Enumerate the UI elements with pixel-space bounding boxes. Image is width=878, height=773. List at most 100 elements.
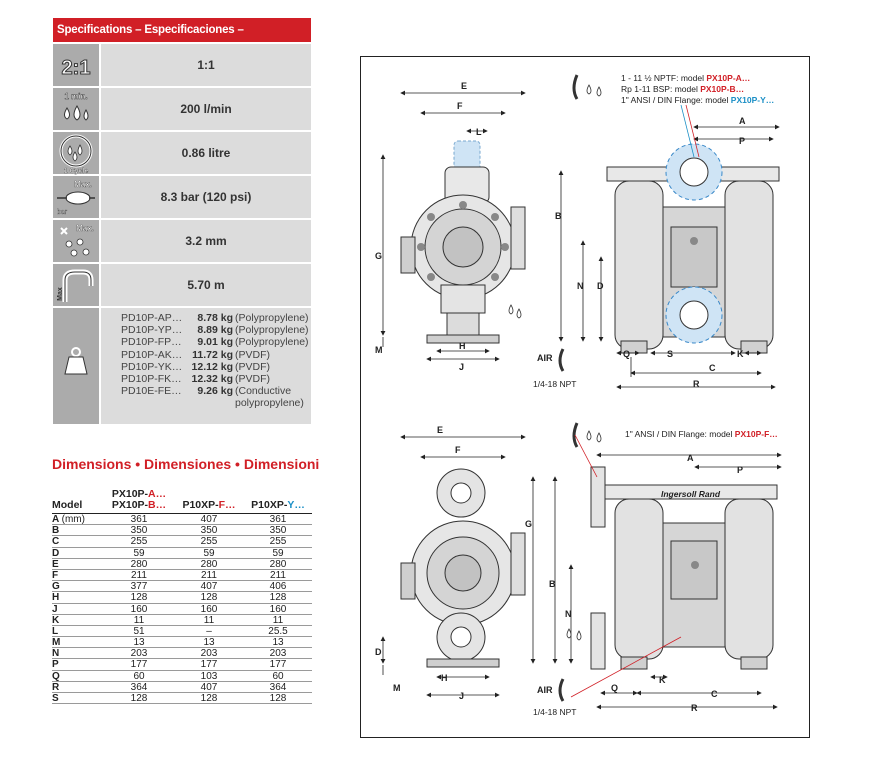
spec-row-weight: PD10P-AP…8.78 kg(Polypropylene) PD10P-YP… (53, 306, 311, 424)
dimension-value: 160 (130, 603, 148, 615)
dim-letter-f-top: F (457, 101, 463, 111)
weight-line: PD10P-AK…11.72 kg(PVDF) (121, 348, 270, 361)
bottom-side-view (400, 468, 526, 668)
dim-letter-f-bottom: F (455, 445, 461, 455)
dimension-label: P (52, 659, 59, 671)
dimension-value: 255 (130, 536, 148, 548)
weight-line: PD10P-FP…9.01 kg(Polypropylene) (121, 336, 309, 349)
dimensions-title: Dimensions • Dimensiones • Dimensioni (52, 456, 320, 472)
dimension-label: Q (52, 670, 60, 682)
bottom-port-note: 1" ANSI / DIN Flange: model PX10P-F… (625, 429, 778, 439)
weight-line-continuation: polypropylene) (235, 397, 304, 410)
dim-letter-e-top: E (461, 81, 467, 91)
dimension-label: H (52, 592, 60, 604)
spec-row-flow: 1 min. 200 l/min (53, 86, 311, 130)
dimension-value: 211 (201, 569, 217, 581)
dimension-value: 361 (269, 514, 287, 525)
column-header-px10p-a-b: PX10P-A… PX10P-B… (111, 488, 167, 511)
dimension-value: 103 (200, 670, 218, 682)
air-inlet-icon-top (558, 348, 565, 372)
top-side-view-bolts (417, 201, 509, 281)
svg-text:1 Cycle: 1 Cycle (64, 168, 89, 175)
column-header-p10xp-f: P10XP-F… (182, 499, 236, 511)
svg-text:1 min.: 1 min. (64, 92, 87, 101)
dimension-label: K (52, 614, 60, 626)
svg-text:Max: Max (57, 287, 64, 301)
max-suction-lift-value: 5.70 m (101, 264, 311, 306)
max-flow-value: 200 l/min (101, 88, 311, 130)
dimension-value: 59 (272, 547, 284, 559)
dimension-value: 364 (130, 681, 148, 693)
spec-row-ratio: 2:1 1:1 (53, 42, 311, 86)
dim-letter-n-top: N (577, 281, 584, 291)
brand-logo-text: Ingersoll Rand (661, 489, 721, 499)
dimension-row-d: D 59 59 59 (52, 548, 312, 559)
dim-letter-c-bottom: C (711, 689, 718, 699)
dim-letter-g-bottom: G (525, 519, 532, 529)
dimension-value: 60 (133, 670, 145, 682)
max-solids-icon: Max. (53, 220, 99, 262)
top-port-note-2: Rp 1-11 BSP: model PX10P-B… (621, 84, 744, 94)
fluid-outlet-drops-icon (586, 84, 602, 97)
dimension-value: 350 (200, 525, 218, 537)
air-thread-bottom: 1/4-18 NPT (533, 707, 576, 717)
dimension-value: 59 (203, 547, 215, 559)
bottom-red-leader-line (574, 434, 598, 478)
dim-letter-e-bottom: E (437, 425, 443, 435)
dim-letter-c-top: C (709, 363, 716, 373)
max-suction-lift-icon: Max (53, 264, 99, 306)
dimension-value: 280 (200, 558, 218, 570)
dimension-value: 350 (269, 525, 287, 537)
weight-line: PD10E-FE…9.26 kg(Conductive (121, 385, 292, 398)
dimension-value: 364 (269, 681, 287, 693)
pump-ratio-value: 1:1 (101, 44, 311, 86)
dimension-value: 11 (272, 614, 284, 626)
dimension-value: 407 (200, 514, 218, 525)
dim-letter-p-top: P (739, 136, 745, 146)
dimension-value: 13 (272, 637, 284, 649)
air-label-top: AIR (537, 353, 553, 363)
dimension-value: 25.5 (268, 625, 288, 637)
spec-row-solids: Max. 3.2 mm (53, 218, 311, 262)
dimension-label: R (52, 681, 60, 693)
specifications-panel: Specifications – Especificaciones – Cara… (53, 18, 311, 424)
dimension-label: F (52, 569, 59, 581)
max-air-pressure-icon: Max. bar (53, 176, 99, 218)
svg-text:Max.: Max. (76, 224, 94, 233)
svg-text:bar: bar (57, 209, 68, 216)
max-pressure-value: 8.3 bar (120 psi) (101, 176, 311, 218)
dim-letter-p-bottom: P (737, 465, 743, 475)
dimension-value: 177 (269, 659, 287, 671)
fluid-inlet-icon (508, 304, 522, 319)
dimensions-header-row: Model PX10P-A… PX10P-B… P10XP-F… P10XP-Y… (52, 488, 312, 514)
air-inlet-icon-bottom (558, 678, 565, 702)
spec-row-suction: Max 5.70 m (53, 262, 311, 306)
spec-row-cycle: 1 Cycle 0.86 litre (53, 130, 311, 175)
dimension-value: 59 (133, 547, 145, 559)
dimension-value: 255 (269, 536, 287, 548)
dimension-label: D (52, 547, 60, 559)
air-thread-top: 1/4-18 NPT (533, 379, 576, 389)
ratio-icon: 2:1 (53, 44, 99, 86)
top-front-view-dimensions (558, 124, 780, 390)
svg-text:Max.: Max. (74, 180, 92, 189)
weight-line: PD10P-YK…12.12 kg(PVDF) (121, 360, 270, 373)
dim-letter-b-top: B (555, 211, 562, 221)
displacement-value: 0.86 litre (101, 132, 311, 174)
dim-letter-q-top: Q (623, 349, 630, 359)
weight-icon (53, 308, 99, 424)
fluid-outlet-port-icon (572, 74, 579, 100)
dim-letter-q-bottom: Q (611, 683, 618, 693)
dimension-value: 361 (130, 514, 148, 525)
